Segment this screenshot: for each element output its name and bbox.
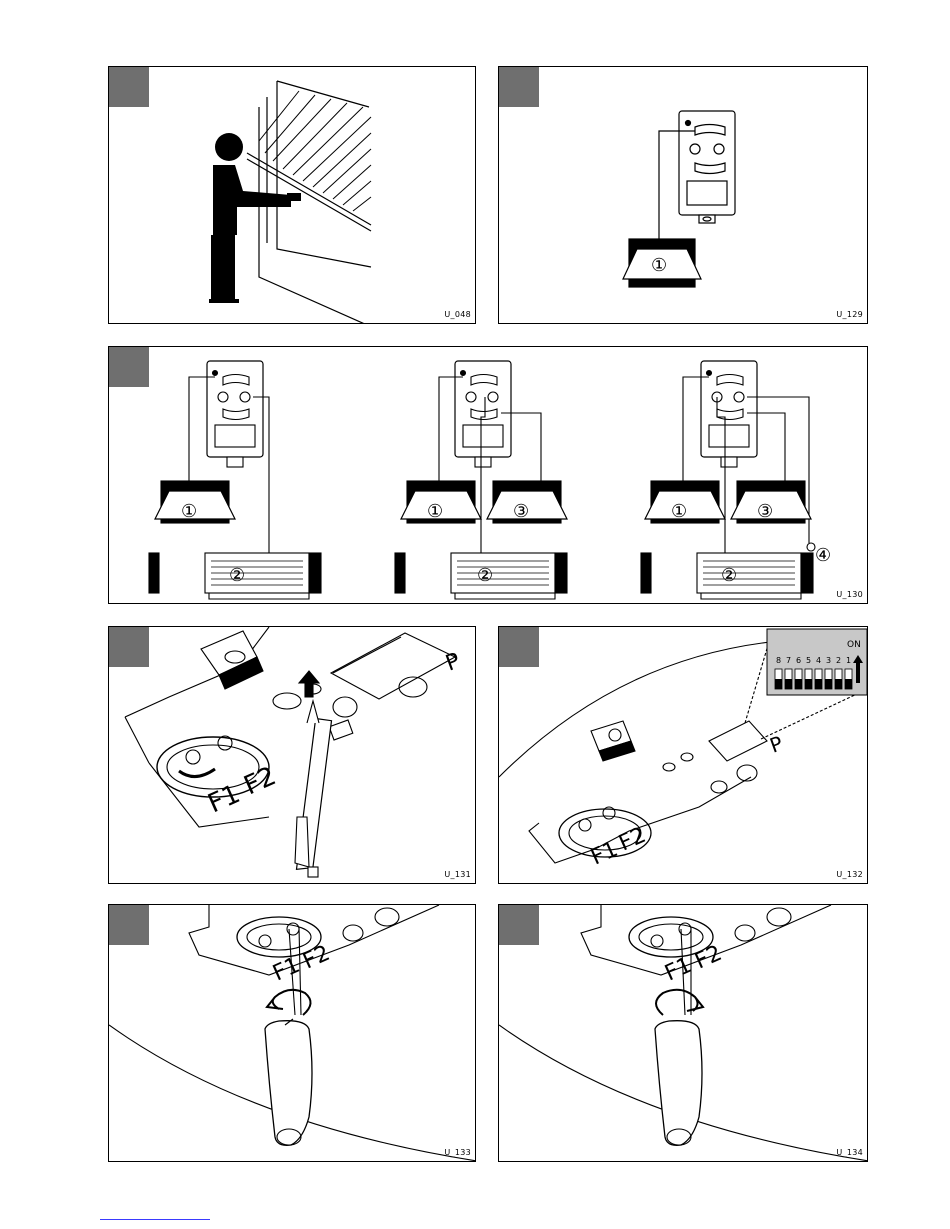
figure-code: U_129 (836, 310, 863, 319)
label-f2: F2 (299, 941, 334, 975)
dip-number: 2 (836, 656, 841, 665)
label-p: P (443, 649, 464, 677)
figure-code: U_133 (444, 1148, 471, 1157)
figure-code: U_134 (836, 1148, 863, 1157)
dip-number: 6 (796, 656, 801, 665)
footer-rule (100, 1219, 210, 1220)
wiring-configurations-diagram: ① ② ① ③ ② ① ③ ② ④ (109, 347, 868, 604)
figure-code: U_130 (836, 590, 863, 599)
panel-screwdriver-ccw: F1 F2 U_133 (108, 904, 476, 1162)
callout-2: ② (229, 565, 245, 586)
dip-switch-zoom: 8 7 6 5 4 3 2 1 ON (767, 629, 867, 695)
panel-person-door: U_048 (108, 66, 476, 324)
label-f2: F2 (240, 761, 281, 801)
dip-number: 5 (806, 656, 811, 665)
callout-3: ③ (757, 501, 773, 522)
dip-on-label: ON (847, 640, 861, 650)
dip-number: 8 (776, 656, 781, 665)
dip-number: 3 (826, 656, 831, 665)
label-p: P (767, 731, 787, 758)
callout-4: ④ (815, 545, 831, 566)
pen-press-illustration: F1 F2 P (109, 627, 476, 884)
figure-code: U_132 (836, 870, 863, 879)
control-unit-diagram: ① (499, 67, 868, 324)
screwdriver-cw-illustration: F1 F2 (499, 905, 868, 1162)
panel-device-1: ① U_129 (498, 66, 868, 324)
person-silhouette (209, 133, 301, 303)
dip-number: 1 (846, 656, 851, 665)
callout-1: ① (651, 255, 667, 276)
screwdriver-ccw-illustration: F1 F2 (109, 905, 476, 1162)
callout-3: ③ (513, 501, 529, 522)
callout-1: ① (181, 501, 197, 522)
label-f2: F2 (691, 941, 726, 975)
figure-code: U_048 (444, 310, 471, 319)
label-f1: F1 (269, 953, 304, 987)
label-f2: F2 (615, 823, 650, 857)
callout-1: ① (671, 501, 687, 522)
panel-screwdriver-cw: F1 F2 U_134 (498, 904, 868, 1162)
panel-dip-switches: 8 7 6 5 4 3 2 1 ON F1 F2 P U_132 (498, 626, 868, 884)
callout-2: ② (477, 565, 493, 586)
dip-number: 7 (786, 656, 791, 665)
callout-2: ② (721, 565, 737, 586)
dip-switch-illustration: 8 7 6 5 4 3 2 1 ON F1 F2 P (499, 627, 868, 884)
person-door-illustration (109, 67, 476, 324)
panel-pen-button: F1 F2 P U_131 (108, 626, 476, 884)
dip-number: 4 (816, 656, 821, 665)
callout-1: ① (427, 501, 443, 522)
figure-code: U_131 (444, 870, 471, 879)
panel-wiring-configs: ① ② ① ③ ② ① ③ ② ④ U_130 (108, 346, 868, 604)
label-f1: F1 (587, 837, 622, 871)
